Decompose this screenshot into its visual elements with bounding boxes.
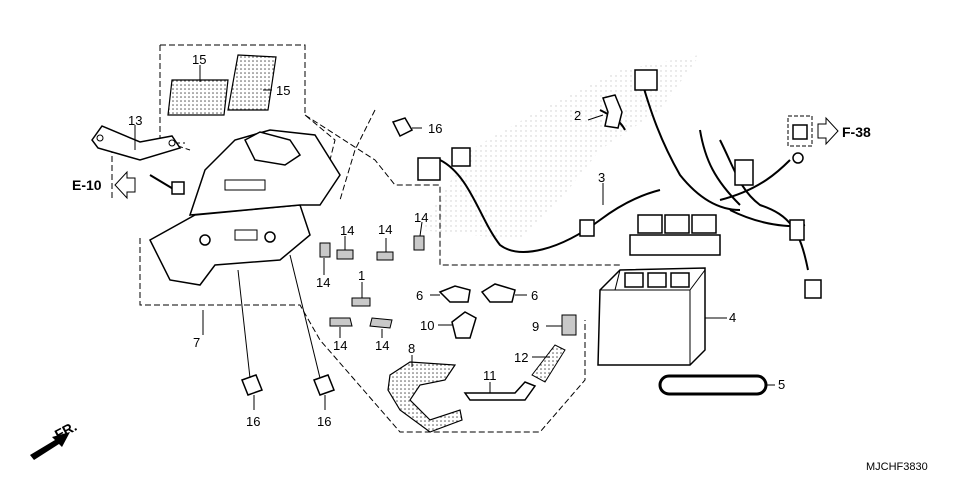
clip-14-b [336,249,354,260]
callout-14-e: 14 [333,338,347,353]
foam-pad-15-left [167,79,229,116]
clip-14-d [413,235,425,251]
seal-strip-11 [463,381,537,401]
ref-arrow-e10 [114,170,136,200]
callout-15-b: 15 [276,83,290,98]
callout-11: 11 [483,368,497,383]
callout-6-b: 6 [531,288,538,303]
clip-1 [351,297,371,307]
foam-pad-15-right [227,54,277,111]
callout-7: 7 [193,335,200,350]
bolt-f38 [787,115,839,147]
callout-9: 9 [532,319,539,334]
ref-e10: E-10 [72,177,102,193]
clip-14-a [319,242,331,258]
clip-10 [438,311,477,339]
brand-watermark [420,55,700,240]
callout-16-a: 16 [428,121,442,136]
front-arrow-icon [30,432,70,460]
clip-6-right [480,283,527,303]
seal-strip-8 [387,355,463,433]
bolt-16-left [237,269,263,410]
callout-6-a: 6 [416,288,423,303]
clip-9 [546,314,577,336]
callout-14-f: 14 [375,338,389,353]
rubber-band-5 [658,374,775,396]
callout-3: 3 [598,170,605,185]
callout-1: 1 [358,268,365,283]
bolt-e10 [149,174,185,195]
callout-14-a: 14 [316,275,330,290]
callout-14-d: 14 [414,210,428,225]
callout-10: 10 [420,318,434,333]
callout-8: 8 [408,341,415,356]
ecu-unit-4 [597,267,727,366]
callout-12: 12 [514,350,528,365]
callout-16-b: 16 [246,414,260,429]
callout-2: 2 [574,108,581,123]
diagram-code: MJCHF3830 [866,461,928,473]
clip-2 [602,94,623,129]
battery-tray-7 [149,129,341,286]
callout-5: 5 [778,377,785,392]
callout-15-a: 15 [192,52,206,67]
clip-14-f [369,317,393,329]
callout-14-c: 14 [378,222,392,237]
clip-14-c [376,251,394,261]
callout-13: 13 [128,113,142,128]
clip-14-e [329,317,353,327]
callout-4: 4 [729,310,736,325]
clip-6-left [430,285,471,303]
seal-12 [531,344,566,383]
bolt-16-right [289,254,335,410]
callout-14-b: 14 [340,223,354,238]
callout-16-c: 16 [317,414,331,429]
bolt-16-top [391,117,422,138]
ref-f38: F-38 [842,124,871,140]
bracket-13 [91,125,182,161]
